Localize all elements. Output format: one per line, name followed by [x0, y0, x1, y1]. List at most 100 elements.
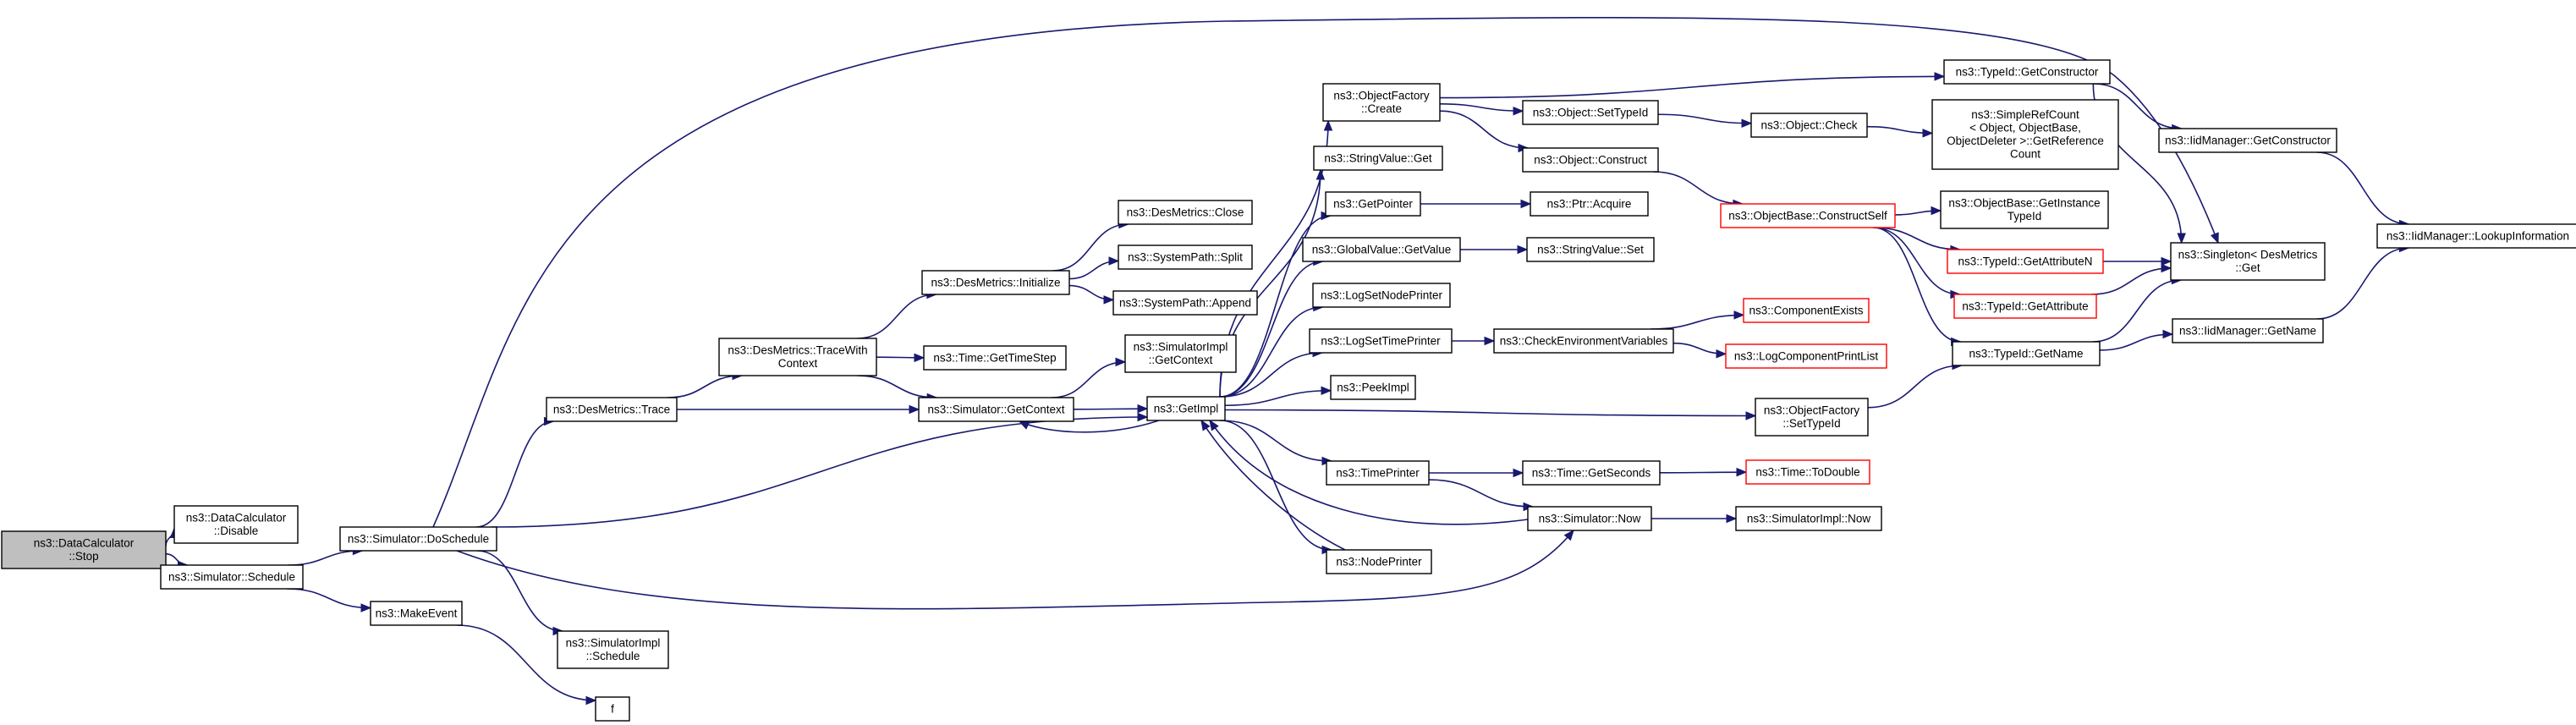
- edge-line: [1866, 125, 1933, 135]
- node-stop[interactable]: ns3::DataCalculator::Stop: [1, 530, 167, 569]
- node-getimpl[interactable]: ns3::GetImpl: [1146, 396, 1226, 421]
- node-label: ns3::GetPointer: [1333, 197, 1413, 210]
- node-doschedule[interactable]: ns3::Simulator::DoSchedule: [339, 526, 497, 552]
- node-settypeid[interactable]: ns3::Object::SetTypeId: [1522, 100, 1659, 125]
- edge-checkenv-to-logcomplist: [1672, 342, 1727, 359]
- node-box: [1309, 328, 1453, 354]
- node-box: [1750, 113, 1868, 138]
- edge-line: [1657, 113, 1752, 124]
- node-strset[interactable]: ns3::StringValue::Set: [1526, 237, 1655, 262]
- node-schedule[interactable]: ns3::Simulator::Schedule: [160, 564, 304, 590]
- node-box: [339, 526, 497, 552]
- node-todouble[interactable]: ns3::Time::ToDouble: [1745, 459, 1870, 485]
- node-f[interactable]: f: [595, 696, 630, 722]
- node-box: [1146, 396, 1226, 421]
- node-logcomplist[interactable]: ns3::LogComponentPrintList: [1725, 343, 1887, 369]
- node-label: ns3::Time::ToDouble: [1755, 465, 1859, 478]
- node-iidlookup[interactable]: ns3::IidManager::LookupInformation: [2376, 223, 2576, 249]
- node-label: ns3::TimePrinter: [1336, 466, 1420, 479]
- node-getcontext[interactable]: ns3::Simulator::GetContext: [918, 397, 1074, 422]
- arrow-head-icon: [360, 603, 372, 612]
- node-strget[interactable]: ns3::StringValue::Get: [1313, 146, 1443, 171]
- edge-doschedule-to-getimpl: [491, 412, 1149, 528]
- node-compexists[interactable]: ns3::ComponentExists: [1743, 298, 1870, 323]
- node-iidgetctor[interactable]: ns3::IidManager::GetConstructor: [2158, 128, 2337, 153]
- node-checkenv[interactable]: ns3::CheckEnvironmentVariables: [1493, 328, 1674, 354]
- node-box: [1313, 146, 1443, 171]
- edge-line: [1219, 306, 1323, 398]
- node-timeprinter[interactable]: ns3::TimePrinter: [1326, 460, 1430, 486]
- node-nodeprinter[interactable]: ns3::NodePrinter: [1326, 549, 1432, 574]
- arrow-head-icon: [1137, 412, 1149, 422]
- node-label: ns3::PeekImpl: [1337, 381, 1409, 393]
- node-srefcount[interactable]: ns3::SimpleRefCount< Object, ObjectBase,…: [1931, 99, 2119, 170]
- node-box: [1755, 398, 1869, 437]
- node-ofsettype[interactable]: ns3::ObjectFactory::SetTypeId: [1755, 398, 1869, 437]
- node-simnow[interactable]: ns3::Simulator::Now: [1527, 506, 1652, 531]
- node-gettimestep[interactable]: ns3::Time::GetTimeStep: [923, 345, 1067, 371]
- node-iidgetname[interactable]: ns3::IidManager::GetName: [2172, 318, 2324, 343]
- node-construct[interactable]: ns3::Object::Construct: [1522, 147, 1659, 173]
- edge-ofcreate-to-tidgetctor: [1439, 72, 1946, 99]
- node-cself[interactable]: ns3::ObjectBase::ConstructSelf: [1720, 203, 1896, 228]
- node-makeevent[interactable]: ns3::MakeEvent: [370, 601, 463, 626]
- node-tidgetattr[interactable]: ns3::TypeId::GetAttribute: [1953, 294, 2097, 319]
- node-simimplctx[interactable]: ns3::SimulatorImpl::GetContext: [1124, 334, 1237, 373]
- edge-line: [456, 530, 1574, 610]
- node-split[interactable]: ns3::SystemPath::Split: [1118, 244, 1253, 270]
- node-label: ns3::StringValue::Set: [1537, 243, 1644, 255]
- edge-tidgetattr-to-singleton: [2090, 263, 2172, 295]
- edge-line: [1219, 420, 1332, 462]
- node-disable[interactable]: ns3::DataCalculator::Disable: [173, 505, 299, 544]
- node-timegetsec[interactable]: ns3::Time::GetSeconds: [1522, 460, 1661, 486]
- edge-getpointer-to-ptracq: [1420, 199, 1532, 209]
- node-box: [1522, 147, 1659, 173]
- node-ptracq[interactable]: ns3::Ptr::Acquire: [1530, 191, 1649, 217]
- node-label: ns3::SimulatorImpl::Now: [1747, 512, 1871, 525]
- edge-line: [857, 294, 936, 339]
- node-gvget[interactable]: ns3::GlobalValue::GetValue: [1302, 237, 1461, 262]
- node-label: ::Stop: [69, 550, 98, 563]
- edge-getcontext-to-getimpl: [1073, 404, 1149, 414]
- node-label: ns3::TypeId::GetAttribute: [1962, 299, 2088, 312]
- node-box: [1312, 283, 1451, 308]
- node-box: [2376, 223, 2576, 249]
- node-box: [546, 397, 678, 422]
- edge-line: [1219, 352, 1323, 398]
- node-initialize[interactable]: ns3::DesMetrics::Initialize: [921, 270, 1070, 295]
- node-label: ns3::NodePrinter: [1336, 555, 1422, 568]
- node-singleton[interactable]: ns3::Singleton< DesMetrics::Get: [2170, 242, 2326, 281]
- node-append[interactable]: ns3::SystemPath::Append: [1112, 290, 1258, 316]
- node-box: [595, 696, 630, 722]
- node-label: ns3::Simulator::GetContext: [927, 403, 1064, 415]
- arrow-head-icon: [1726, 514, 1738, 524]
- node-ofcreate[interactable]: ns3::ObjectFactory::Create: [1322, 83, 1441, 122]
- node-tidgetname[interactable]: ns3::TypeId::GetName: [1952, 341, 2101, 366]
- node-simimplnow[interactable]: ns3::SimulatorImpl::Now: [1735, 506, 1882, 531]
- node-close[interactable]: ns3::DesMetrics::Close: [1118, 200, 1253, 225]
- edge-line: [1219, 261, 1323, 398]
- edge-iidgetctor-to-iidlookup: [2316, 151, 2410, 229]
- node-logtime[interactable]: ns3::LogSetTimePrinter: [1309, 328, 1453, 354]
- node-trace[interactable]: ns3::DesMetrics::Trace: [546, 397, 678, 422]
- node-box: [1720, 203, 1896, 228]
- node-simimplsched[interactable]: ns3::SimulatorImpl::Schedule: [557, 630, 669, 669]
- edge-line: [1652, 171, 1743, 205]
- node-label: ObjectDeleter >::GetReference: [1947, 135, 2104, 147]
- node-getpointer[interactable]: ns3::GetPointer: [1325, 191, 1421, 217]
- arrow-head-icon: [1745, 411, 1757, 420]
- edge-tidgetattrn-to-singleton: [2103, 256, 2172, 266]
- arrow-head-icon: [2161, 256, 2172, 266]
- edge-line: [1659, 471, 1747, 474]
- node-box: [1530, 191, 1649, 217]
- node-objcheck[interactable]: ns3::Object::Check: [1750, 113, 1868, 138]
- node-peekimpl[interactable]: ns3::PeekImpl: [1330, 375, 1416, 400]
- node-label: ::SetTypeId: [1782, 417, 1840, 430]
- node-tidgetattrn[interactable]: ns3::TypeId::GetAttributeN: [1947, 249, 2104, 274]
- node-box: [1118, 244, 1253, 270]
- node-tidgetctor[interactable]: ns3::TypeId::GetConstructor: [1943, 59, 2111, 85]
- arrow-head-icon: [1716, 349, 1727, 359]
- node-lognode[interactable]: ns3::LogSetNodePrinter: [1312, 283, 1451, 308]
